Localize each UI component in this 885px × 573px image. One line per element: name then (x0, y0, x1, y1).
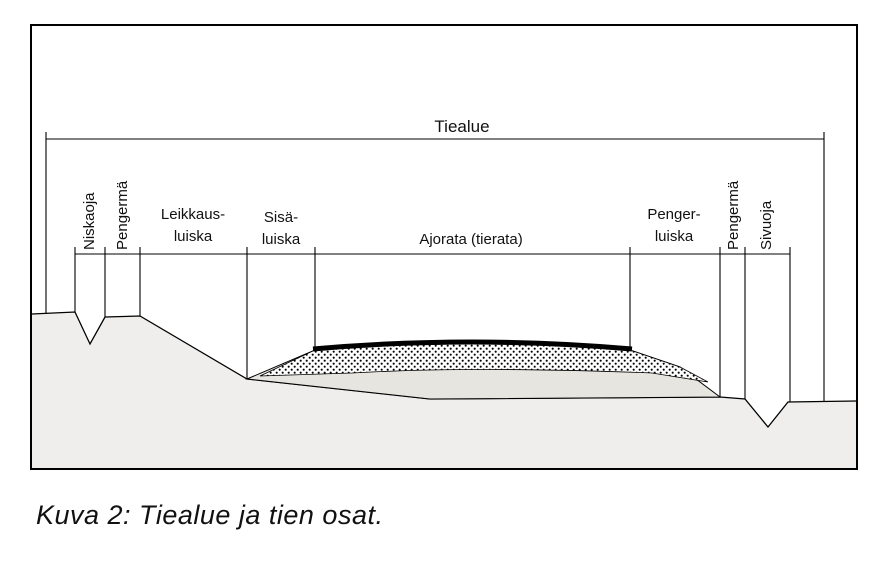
label-sisaluiska-line1: Sisä- (264, 209, 298, 226)
label-pengerluiska-line1: Penger- (647, 206, 700, 223)
tiealue-boundary-lines (45, 132, 825, 401)
figure-caption: Kuva 2: Tiealue ja tien osat. (36, 500, 384, 530)
segment-boundary-lines (74, 247, 791, 402)
label-niskaoja: Niskaoja (81, 192, 98, 250)
label-pengerluiska-line2: luiska (655, 228, 694, 245)
label-leikkausluiska-line1: Leikkaus- (161, 206, 225, 223)
road-surface-line (312, 339, 633, 352)
diagram-frame: Tiealue Niskaoja Pengermä Leikkaus- luis… (30, 24, 858, 470)
label-ajorata: Ajorata (tierata) (419, 231, 522, 248)
label-pengerma-right: Pengermä (725, 180, 742, 250)
label-sisaluiska-line2: luiska (262, 231, 301, 248)
ground-mass (32, 312, 856, 468)
label-sivuoja: Sivuoja (758, 200, 775, 250)
label-tiealue: Tiealue (434, 117, 489, 136)
road-cross-section-diagram: Tiealue Niskaoja Pengermä Leikkaus- luis… (32, 117, 856, 468)
label-pengerma-left: Pengermä (114, 180, 131, 250)
label-leikkausluiska-line2: luiska (174, 228, 213, 245)
